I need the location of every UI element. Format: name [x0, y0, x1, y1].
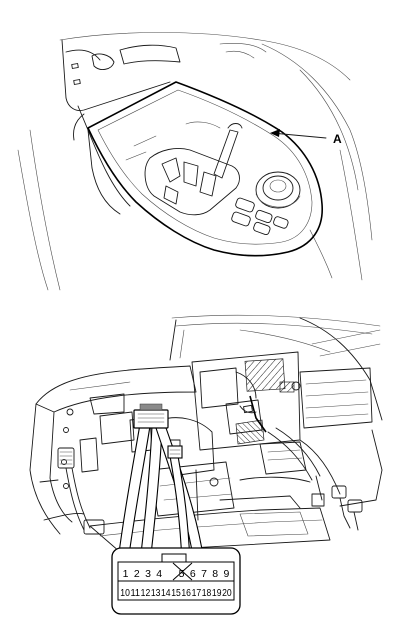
pin-label-top: 9	[223, 568, 229, 580]
pin-label-bottom: 16	[181, 587, 191, 599]
pin-label-bottom: 14	[161, 587, 171, 599]
pin-label-top: 6	[190, 568, 196, 580]
pin-label-top: 2	[134, 568, 140, 580]
connector-latch	[161, 553, 187, 563]
pin-label-bottom: 20	[222, 587, 232, 599]
pin-label-bottom: 11	[130, 587, 140, 599]
pin-label-bottom: 10	[120, 587, 130, 599]
pin-label-bottom: 12	[141, 587, 151, 599]
pin-label-top: 1	[123, 568, 129, 580]
pin-label-bottom: 17	[192, 587, 202, 599]
pin-label-top: 3	[145, 568, 151, 580]
pin-label-bottom: 13	[151, 587, 161, 599]
pin-label-top: 5	[179, 568, 185, 580]
pin-label-top: 4	[156, 568, 162, 580]
pin-label-top: 7	[201, 568, 207, 580]
callout-label-a: A	[333, 132, 342, 146]
pin-label-bottom: 18	[202, 587, 212, 599]
pin-label-bottom: 19	[212, 587, 222, 599]
console-panel-illustration	[17, 32, 373, 291]
pin-label-bottom: 15	[171, 587, 181, 599]
console-wiring-illustration	[29, 314, 383, 564]
pin-label-top: 8	[212, 568, 218, 580]
